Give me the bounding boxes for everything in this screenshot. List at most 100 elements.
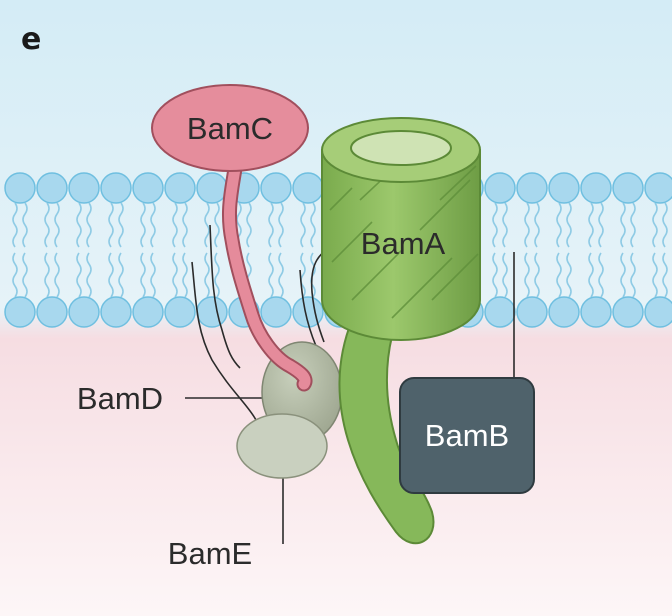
lipid-tail [140,202,146,248]
bamc-stalk [223,156,311,390]
lipid-tail [76,252,82,298]
lipid-tail [118,202,124,248]
lipid-tail [44,202,50,248]
lipid-tail [524,252,530,298]
lipid-tail [22,252,28,298]
lipid-head [516,296,548,328]
lipid-tail [598,202,604,248]
lipid-head [36,296,68,328]
lipid-tail [534,202,540,248]
lipid-tail [204,202,210,248]
lipid-head [484,296,516,328]
lipid-tail [278,252,284,298]
lipid-tail [588,252,594,298]
lipid-tail [182,202,188,248]
bame-label: BamE [168,536,252,571]
panel-letter: e [21,22,41,57]
lipid-head [4,296,36,328]
lipid-tail [502,202,508,248]
lipid-head [292,296,324,328]
lipid-tail [556,252,562,298]
lipid-tail [502,252,508,298]
lipid-tail [172,252,178,298]
lipid-tail [172,202,178,248]
lipid-head [132,172,164,204]
lipid-tail [588,202,594,248]
lipid-tail [150,252,156,298]
lipid-anchor-line-4 [299,269,317,347]
lipid-head [516,172,548,204]
lipid-head [548,172,580,204]
lipid-head [612,296,644,328]
lipid-tail [108,202,114,248]
lipid-tail [86,202,92,248]
lipid-tail [12,252,18,298]
lipid-tail [310,202,316,248]
bamd-label: BamD [77,381,163,416]
lipid-head [548,296,580,328]
bamb-shape [399,377,535,494]
lipid-head [260,172,292,204]
lipid-tail [150,202,156,248]
lipid-tail [652,202,658,248]
lipid-head [580,172,612,204]
lipid-tail [534,252,540,298]
lipid-head [260,296,292,328]
lipid-head [612,172,644,204]
lipid-tail [140,252,146,298]
bame-shape [236,413,328,479]
lipid-tail [652,252,658,298]
barrel-lumen [350,130,452,166]
lipid-tail [12,202,18,248]
bama-barrel [321,117,481,341]
lipid-head [132,296,164,328]
bama-label: BamA [361,226,446,261]
lipid-tail [620,202,626,248]
lipid-tail [214,202,220,248]
lipid-tail [492,202,498,248]
lipid-head [196,172,228,204]
lipid-tail [278,202,284,248]
lipid-tail [492,252,498,298]
lipid-tail [620,252,626,298]
lipid-tail [566,252,572,298]
lipid-tail [86,252,92,298]
lipid-tail [214,252,220,298]
lipid-anchor-line-1 [209,224,241,369]
lipid-tail [598,252,604,298]
lipid-head [68,296,100,328]
lipid-head [4,172,36,204]
barrel-strands [329,165,479,319]
lipid-tail [54,202,60,248]
lipid-tail [524,202,530,248]
lipid-head [100,172,132,204]
lipid-head [68,172,100,204]
bamb-label: BamB [425,418,509,453]
lipid-tail [182,252,188,298]
bamc-label: BamC [187,111,273,146]
lipid-head [484,172,516,204]
lipid-head [292,172,324,204]
lipid-head [580,296,612,328]
lipid-head [196,296,228,328]
lipid-tail [268,252,274,298]
lipid-tail [300,252,306,298]
lipid-head [644,296,672,328]
lipid-tail [54,252,60,298]
lipid-tail [662,252,668,298]
lipid-tail [118,252,124,298]
lipid-tail [44,252,50,298]
lipid-tail [108,252,114,298]
lipid-head [644,172,672,204]
lipid-tail [556,202,562,248]
lipid-tail [630,252,636,298]
lipid-tail [566,202,572,248]
lipid-head [100,296,132,328]
lipid-tail [76,202,82,248]
lipid-tail [204,252,210,298]
lipid-head [164,296,196,328]
lipid-tail [246,202,252,248]
lipid-head [164,172,196,204]
